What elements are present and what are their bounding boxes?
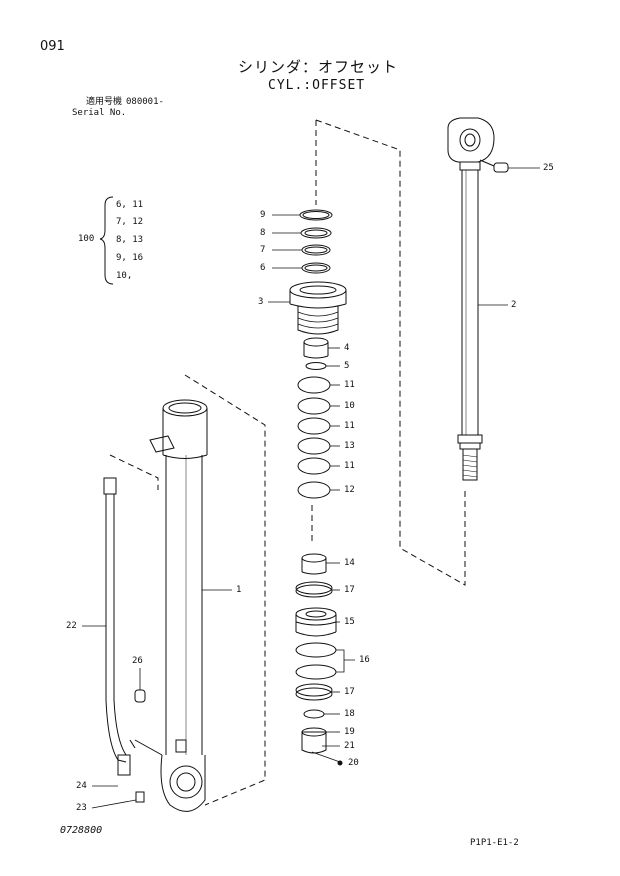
callout-1: 1: [236, 585, 242, 595]
title-japanese: シリンダ：オフセット: [238, 58, 399, 76]
callout-8: 8: [260, 228, 266, 238]
callout-2: 2: [511, 300, 517, 310]
piston-assembly: [295, 553, 337, 754]
head-seals: [299, 209, 333, 274]
leader-dot: [337, 760, 343, 766]
callout-23: 23: [76, 803, 87, 813]
callout-11: 11: [344, 461, 355, 471]
callout-5: 5: [344, 361, 350, 371]
callout-17: 17: [344, 687, 355, 697]
callout-6: 6: [260, 263, 266, 273]
kit-brace: [99, 196, 114, 285]
callout-10: 10: [344, 401, 355, 411]
serial-label-english: Serial No.: [72, 108, 127, 118]
callout-13: 13: [344, 441, 355, 451]
piston-rod: [447, 117, 509, 481]
callout-24: 24: [76, 781, 87, 791]
assembly-guides: [109, 119, 466, 806]
title-english: CYL.:OFFSET: [268, 78, 366, 93]
serial-label-japanese: 適用号機: [86, 97, 123, 107]
callout-15: 15: [344, 617, 355, 627]
kit-item: 6, 11: [116, 200, 144, 210]
callout-7: 7: [260, 245, 266, 255]
callout-9: 9: [260, 210, 266, 220]
callout-19: 19: [344, 727, 355, 737]
drawing-number: 0728800: [60, 825, 103, 836]
callout-12: 12: [344, 485, 355, 495]
kit-item: 8, 13: [116, 235, 144, 245]
kit-number: 100: [78, 234, 95, 244]
callout-21: 21: [344, 741, 355, 751]
cylinder-tube: [134, 399, 208, 812]
sheet-code: P1P1-E1-2: [470, 838, 519, 848]
kit-item: 7, 12: [116, 217, 144, 227]
callout-20: 20: [348, 758, 359, 768]
piston-seal-stack: [297, 376, 331, 499]
rod-head: [289, 281, 347, 335]
leader-lines: [82, 167, 540, 809]
hose-assembly: [103, 477, 146, 803]
bushing-and-ring: [303, 337, 329, 370]
callout-22: 22: [66, 621, 77, 631]
callout-16: 16: [359, 655, 370, 665]
callout-4: 4: [344, 343, 350, 353]
serial-range: 080001-: [126, 97, 164, 107]
callout-18: 18: [344, 709, 355, 719]
kit-item: 10,: [116, 271, 133, 281]
callout-17: 17: [344, 585, 355, 595]
callout-11: 11: [344, 380, 355, 390]
kit-item: 9, 16: [116, 253, 144, 263]
page-number: 091: [40, 39, 65, 54]
callout-25: 25: [543, 163, 554, 173]
callout-14: 14: [344, 558, 355, 568]
callout-11: 11: [344, 421, 355, 431]
callout-26: 26: [132, 656, 143, 666]
callout-3: 3: [258, 297, 264, 307]
